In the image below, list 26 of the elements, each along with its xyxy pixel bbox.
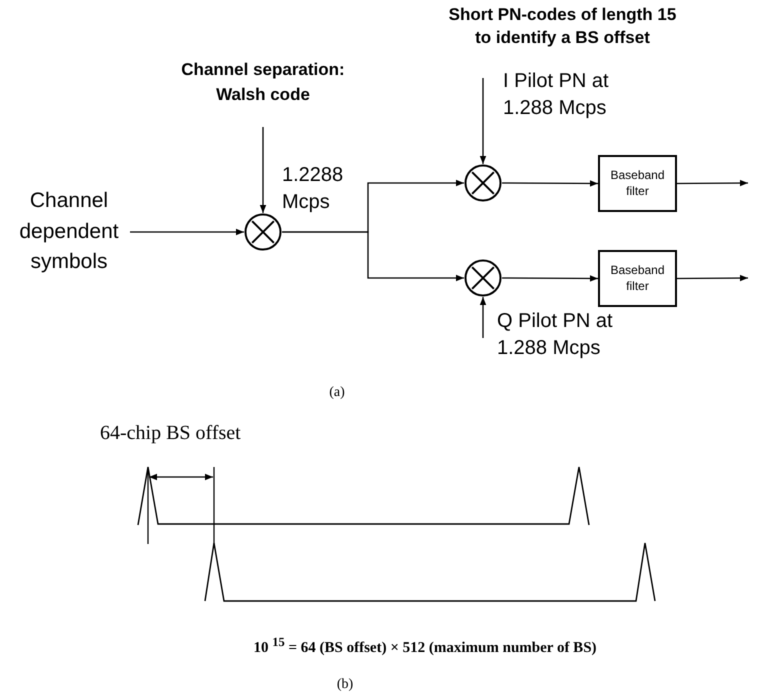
arrow [480, 78, 486, 164]
input-label: Channel dependent symbols [8, 190, 130, 274]
arrow [677, 274, 748, 282]
panel-label: (a) [328, 384, 346, 402]
signal-label: Q Pilot PN at 1.288 Mcps [497, 309, 614, 361]
rate-label: 1.2288 Mcps [282, 163, 344, 215]
panel-label: (b) [336, 676, 354, 694]
arrow [480, 297, 486, 338]
mixer-symbol [464, 164, 502, 202]
mixer-symbol [464, 259, 502, 297]
arrow [282, 231, 464, 282]
arrow [260, 127, 266, 213]
note-text: Channel separation: Walsh code [173, 58, 353, 127]
filter-label: Baseband filter [609, 262, 666, 294]
filter-box [598, 250, 677, 307]
formula-text: 10 $^{15}$ = 64 (BS offset) × 512 (maximum number of BS) [252, 634, 598, 658]
signal-label: I Pilot PN at 1.288 Mcps [503, 69, 610, 121]
arrow [502, 275, 598, 282]
dimension-label: 64-chip BS offset [100, 421, 242, 446]
arrow [130, 228, 244, 236]
mixer-symbol [244, 213, 282, 251]
note-text: Short PN-codes of length 15 to identify a BS offset [448, 4, 678, 49]
filter-box [598, 155, 677, 212]
arrow [502, 180, 598, 187]
filter-label: Baseband filter [609, 168, 666, 200]
arrow [677, 180, 748, 186]
